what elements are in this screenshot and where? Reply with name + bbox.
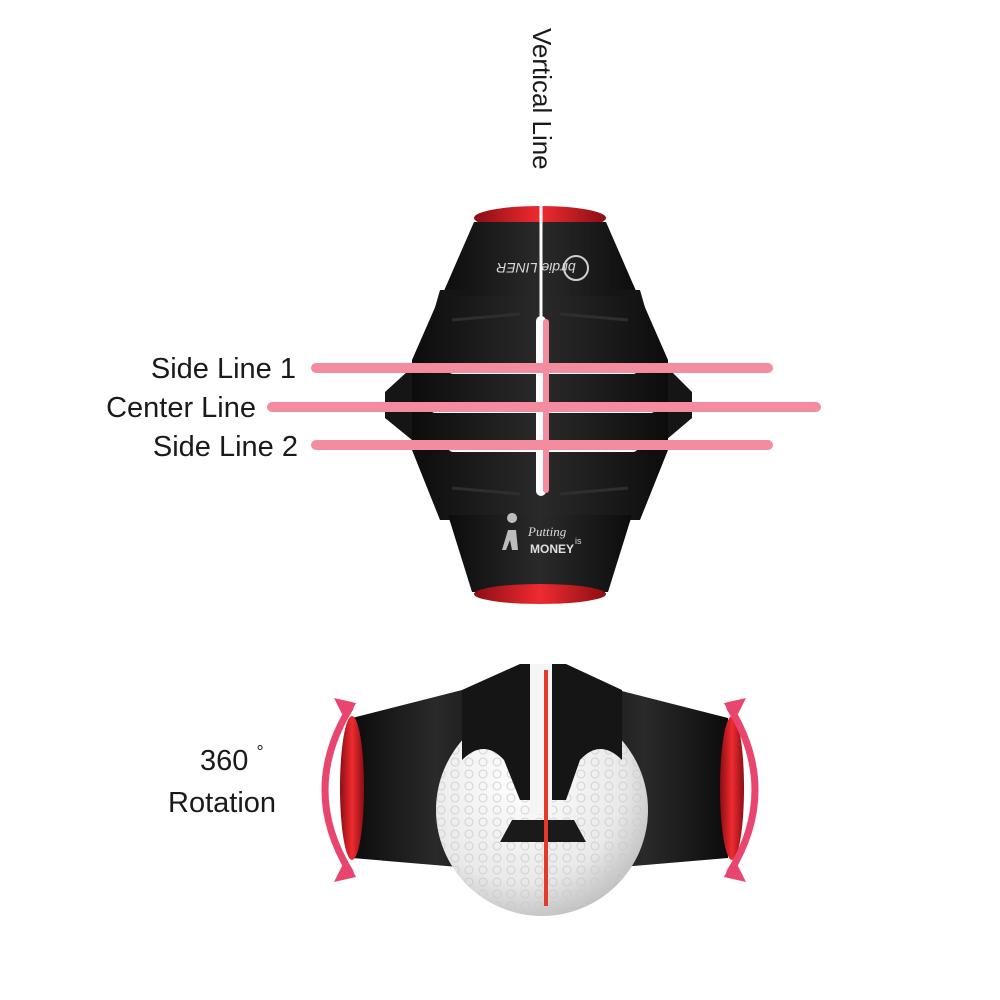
center-line-label: Center Line	[106, 392, 256, 424]
front-clip	[500, 820, 586, 842]
bottom-logo-line1: Putting	[527, 524, 567, 539]
side-line-2-label: Side Line 2	[153, 431, 298, 463]
ridge-lower-left	[451, 486, 521, 496]
side-line-1-label: Side Line 1	[151, 353, 296, 385]
rotation-degree-mark: °	[256, 742, 263, 762]
left-arrow-head-bottom-icon	[334, 858, 356, 882]
rotation-degrees-value: 360	[200, 745, 248, 777]
vertical-line-label: Vertical Line	[527, 28, 557, 170]
ridge-lower-right	[559, 486, 629, 496]
golfer-silhouette-icon	[502, 513, 518, 550]
arch-slot	[530, 664, 552, 814]
right-rotation-arrow-icon	[726, 704, 759, 876]
lower-cone	[448, 515, 632, 592]
bottom-liner-with-ball	[340, 664, 744, 916]
bottom-logo-line2: is	[575, 536, 582, 546]
left-rotation-arrow-icon	[321, 704, 354, 876]
top-logo-text: birdie LINER	[496, 260, 575, 276]
left-end-ring	[340, 716, 364, 860]
bottom-logo: Putting is MONEY	[502, 513, 582, 556]
rotation-degrees-label: 360 °	[200, 742, 264, 777]
right-end-ring	[720, 716, 744, 860]
bottom-logo-line3: MONEY	[530, 542, 574, 556]
right-arrow-head-top-icon	[724, 698, 746, 722]
top-logo: birdie LINER	[496, 255, 589, 281]
ridge-upper-right	[559, 312, 629, 322]
ridge-upper-left	[451, 312, 521, 322]
rotation-word-label: Rotation	[168, 787, 276, 819]
bottom-ring	[474, 584, 606, 604]
left-arrow-head-top-icon	[334, 698, 356, 722]
rotation-arrows	[321, 698, 759, 882]
right-arrow-head-bottom-icon	[724, 858, 746, 882]
